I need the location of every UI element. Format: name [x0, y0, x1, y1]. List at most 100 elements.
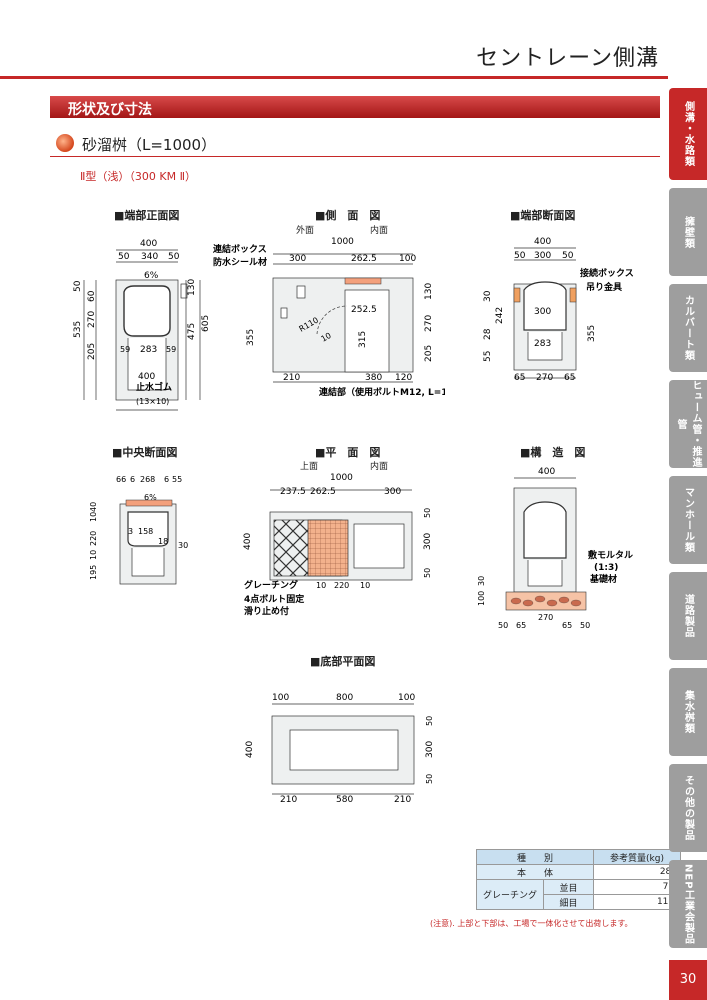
- caption-end-front: ■端部正面図: [114, 209, 180, 222]
- label-grating: グレーチング: [244, 579, 298, 591]
- page-number: 30: [669, 960, 707, 1000]
- dim-text: 130: [187, 279, 197, 296]
- dim-text: 50: [168, 252, 180, 262]
- label-stop-size: (13×10): [136, 397, 169, 406]
- dim-text: 262.5: [310, 487, 336, 497]
- tab-hume-pipe[interactable]: ヒューム管・推進管: [669, 380, 707, 468]
- dim-text: 18: [158, 537, 168, 546]
- table-header: 参考質量(kg): [593, 849, 681, 865]
- tab-drainage[interactable]: 側溝・水路類: [669, 88, 707, 180]
- tab-nep-products[interactable]: NEP工業会製品: [669, 860, 707, 948]
- dim-text: 262.5: [351, 254, 377, 264]
- dim-text: 30: [483, 290, 493, 302]
- label-inner: 内面: [370, 226, 389, 236]
- table-header-row: 種 別 参考質量(kg): [476, 849, 681, 865]
- dim-text: 50: [580, 621, 590, 630]
- dim-text: 475: [187, 323, 197, 340]
- page-title: セントレーン側溝: [476, 46, 659, 71]
- dim-text: 400: [245, 741, 255, 758]
- tab-label: 道路製品: [682, 594, 694, 638]
- dim-text: 50: [118, 252, 130, 262]
- caption-structure: ■構 造 図: [520, 446, 586, 459]
- dim-text: 100: [399, 254, 416, 264]
- tab-manhole[interactable]: マンホール類: [669, 476, 707, 564]
- label-waterproof: 防水シール材: [213, 256, 267, 268]
- dim-text: 65: [516, 621, 526, 630]
- drawing-end-front: 400 50 340 50 6% 50 60 130 535 270 475 6…: [73, 239, 211, 411]
- drawing-structure: 400 30 100 50 65 270 65 50 敷モルタル (1:3) 基…: [477, 467, 633, 630]
- dim-text: 158: [138, 527, 153, 536]
- type-label: Ⅱ型（浅）（300 KM Ⅱ）: [80, 170, 197, 183]
- label-joint: 連結部（使用ボルトM12, L=195）: [319, 386, 445, 398]
- table-cell: 細目: [543, 894, 594, 910]
- dim-text: 400: [534, 237, 551, 247]
- section-title: 形状及び寸法: [68, 102, 152, 118]
- dim-text: 205: [87, 343, 97, 360]
- dim-text: 10: [360, 581, 370, 590]
- label-hanger: 吊り金具: [586, 281, 622, 293]
- dim-text: 6%: [144, 271, 159, 281]
- tab-label: NEP工業会製品: [682, 863, 694, 945]
- table-cell: 本 体: [476, 864, 594, 880]
- dim-text: 100: [272, 693, 289, 703]
- dim-text: 100: [398, 693, 415, 703]
- tab-retaining-wall[interactable]: 擁壁類: [669, 188, 707, 276]
- dim-text: 210: [283, 373, 300, 383]
- dim-text: 270: [87, 311, 97, 328]
- dim-text: 10: [316, 581, 326, 590]
- table-row: 細目 11.9: [477, 894, 681, 910]
- dim-text: 120: [395, 373, 412, 383]
- dim-text: 50: [498, 621, 508, 630]
- dim-text: 1000: [331, 237, 354, 247]
- tab-road-products[interactable]: 道路製品: [669, 572, 707, 660]
- dim-text: 400: [243, 533, 253, 550]
- tab-label: その他の製品: [682, 775, 694, 841]
- drawing-side: 1000 300 262.5 100 252.5 130 270 205 355…: [213, 237, 445, 398]
- caption-side: ■側 面 図: [315, 209, 381, 222]
- dim-text: 30: [477, 576, 486, 586]
- dim-text: 50: [514, 251, 526, 261]
- dim-text: 315: [358, 331, 368, 348]
- dim-text: 355: [246, 329, 256, 346]
- tab-other-products[interactable]: その他の製品: [669, 764, 707, 852]
- label-inner-face: 内面: [370, 462, 389, 472]
- dim-text: 535: [73, 321, 83, 338]
- dim-text: 283: [140, 345, 157, 355]
- dim-text: 400: [138, 372, 155, 382]
- table-row: グレーチング 並目 7.2: [476, 879, 681, 910]
- dim-text: 50: [562, 251, 574, 261]
- dim-text: 30: [178, 541, 188, 550]
- dim-text: 66: [116, 475, 126, 484]
- tab-label: カルバート類: [682, 295, 694, 361]
- dim-text: 210: [280, 795, 297, 805]
- label-base: 基礎材: [589, 573, 617, 585]
- dim-text: 237.5: [280, 487, 306, 497]
- dim-text: 1000: [330, 473, 353, 483]
- subsection-title: 砂溜桝（L=1000）: [82, 136, 217, 154]
- dim-text: 10: [89, 550, 98, 560]
- dim-text: 59: [166, 345, 176, 354]
- label-connect-box: 接続ボックス: [580, 267, 634, 279]
- table-cell: グレーチング: [476, 879, 544, 910]
- note-text: (注意). 上部と下部は、工場で一体化させて出荷します。: [430, 919, 633, 928]
- caption-plan: ■平 面 図: [315, 446, 381, 459]
- dim-text: 268: [140, 475, 155, 484]
- dim-text: 300: [384, 487, 401, 497]
- tab-label: マンホール類: [682, 487, 694, 553]
- section-band: 形状及び寸法: [50, 96, 660, 118]
- table-cell: 285: [593, 864, 681, 880]
- dim-text: 195: [89, 565, 98, 580]
- tab-label: ヒューム管・推進管: [675, 380, 701, 468]
- tab-culvert[interactable]: カルバート類: [669, 284, 707, 372]
- subsection-rule: [50, 156, 660, 157]
- dim-text: 270: [538, 613, 553, 622]
- dim-text: 355: [587, 325, 597, 342]
- dim-text: 400: [140, 239, 157, 249]
- title-rule: [0, 76, 668, 79]
- tab-catch-basin[interactable]: 集水桝類: [669, 668, 707, 756]
- label-top-face: 上面: [300, 462, 319, 472]
- dim-text: 300: [425, 741, 435, 758]
- dim-text: 65: [564, 373, 575, 383]
- table-cell: 11.9: [593, 894, 681, 910]
- dim-text: 50: [425, 716, 434, 726]
